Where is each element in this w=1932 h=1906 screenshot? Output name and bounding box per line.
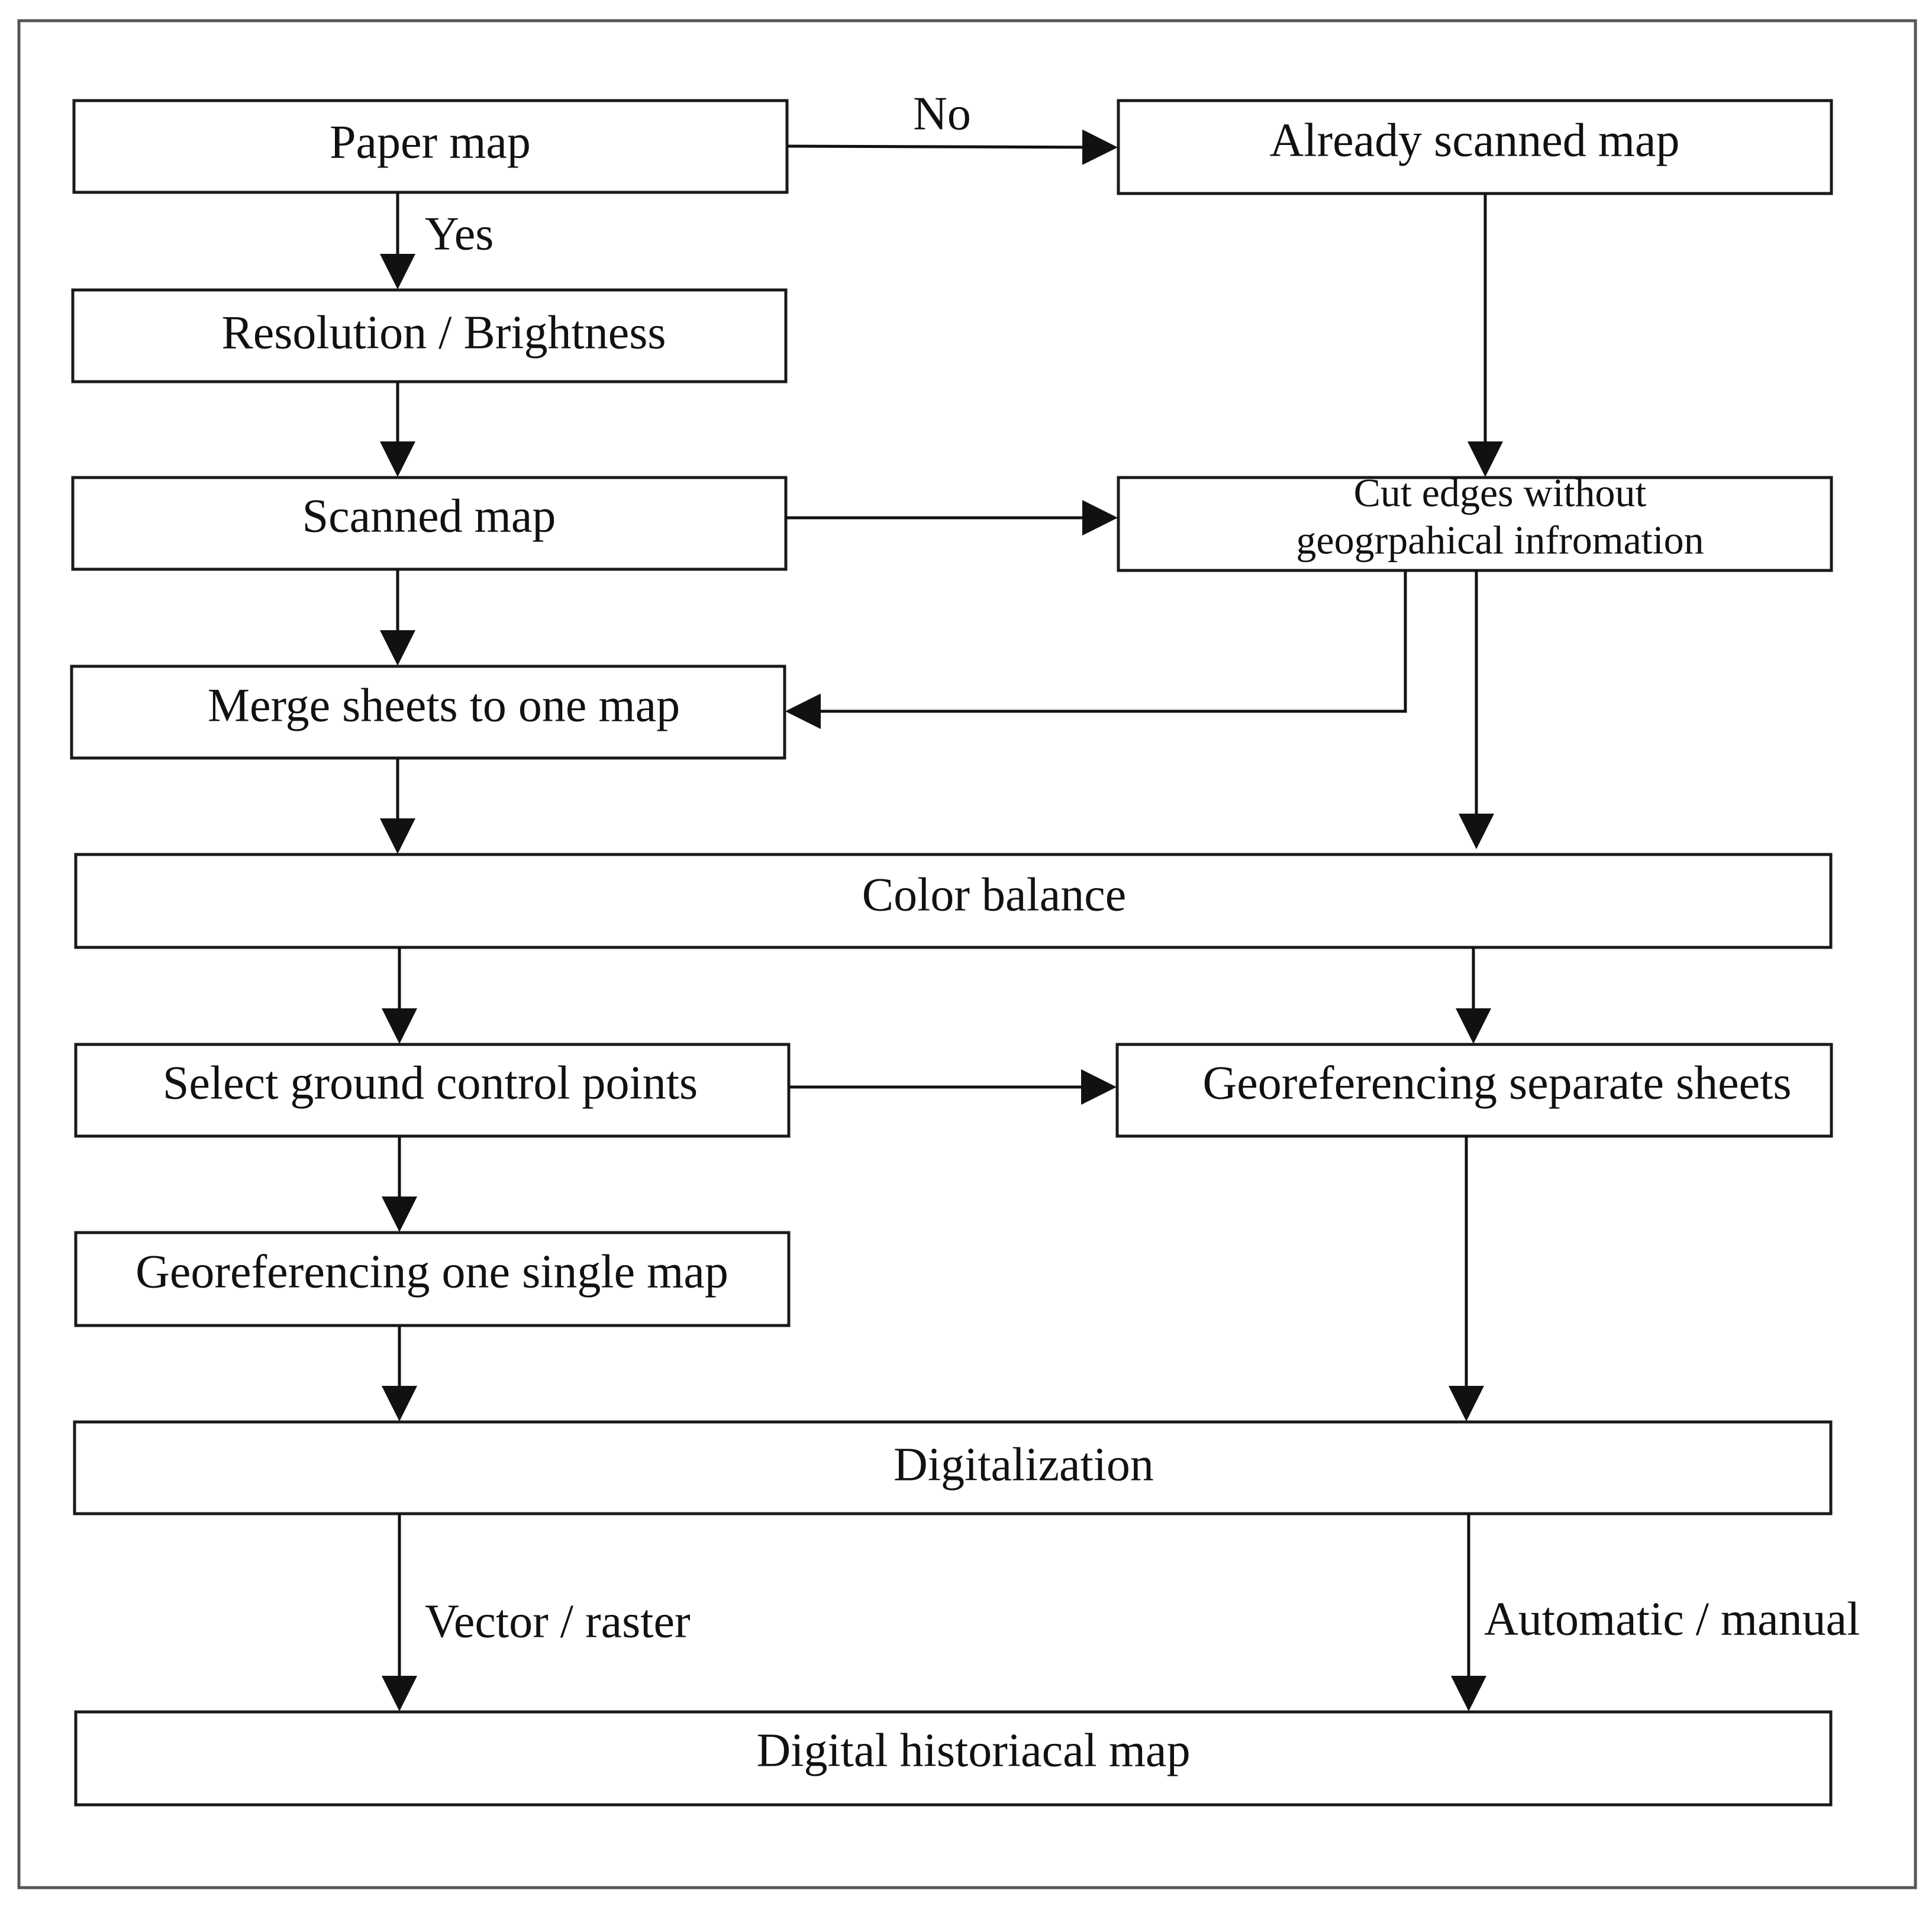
node-resolution-brightness: Resolution / Brightness [71,288,788,383]
node-georeferencing-one-single-map: Georeferencing one single map [74,1231,791,1327]
edge-label-automatic-manual: Automatic / manual [1484,1593,1860,1645]
node-digitalization: Digitalization [73,1420,1833,1515]
node-label: Digital historiacal map [756,1724,1190,1776]
node-label: Digitalization [894,1439,1154,1491]
node-select-ground-control-points: Select ground control points [74,1043,791,1138]
node-label: Georeferencing one single map [136,1246,728,1298]
outer-frame [17,19,1917,1889]
node-label: Georeferencing separate sheets [1203,1057,1792,1109]
node-label: Scanned map [302,490,556,542]
node-label-line-2: geogrpahical infromation [1296,518,1704,563]
node-already-scanned-map: Already scanned map [1117,99,1833,195]
edge-label-yes: Yes [425,208,494,260]
node-digital-historical-map: Digital historiacal map [74,1710,1833,1807]
node-paper-map: Paper map [72,99,789,194]
node-georeferencing-separate-sheets: Georeferencing separate sheets [1115,1043,1833,1138]
node-color-balance: Color balance [74,853,1833,949]
node-label: Paper map [330,116,531,168]
node-merge-sheets: Merge sheets to one map [70,665,786,760]
node-label: Color balance [862,869,1126,921]
node-label: Already scanned map [1269,114,1679,166]
node-scanned-map: Scanned map [71,476,788,571]
edge-label-no: No [913,88,971,140]
node-label: Resolution / Brightness [221,307,666,359]
node-label: Select ground control points [163,1057,698,1109]
edge-cut-edges-to-merge [785,570,1407,729]
edge-label-vector-raster: Vector / raster [425,1595,691,1647]
node-label: Merge sheets to one map [208,679,680,731]
node-label-line-1: Cut edges without [1354,470,1647,515]
edge-paper-to-already-scanned [786,129,1118,165]
node-cut-edges: Cut edges without geogrpahical infromati… [1117,470,1833,572]
